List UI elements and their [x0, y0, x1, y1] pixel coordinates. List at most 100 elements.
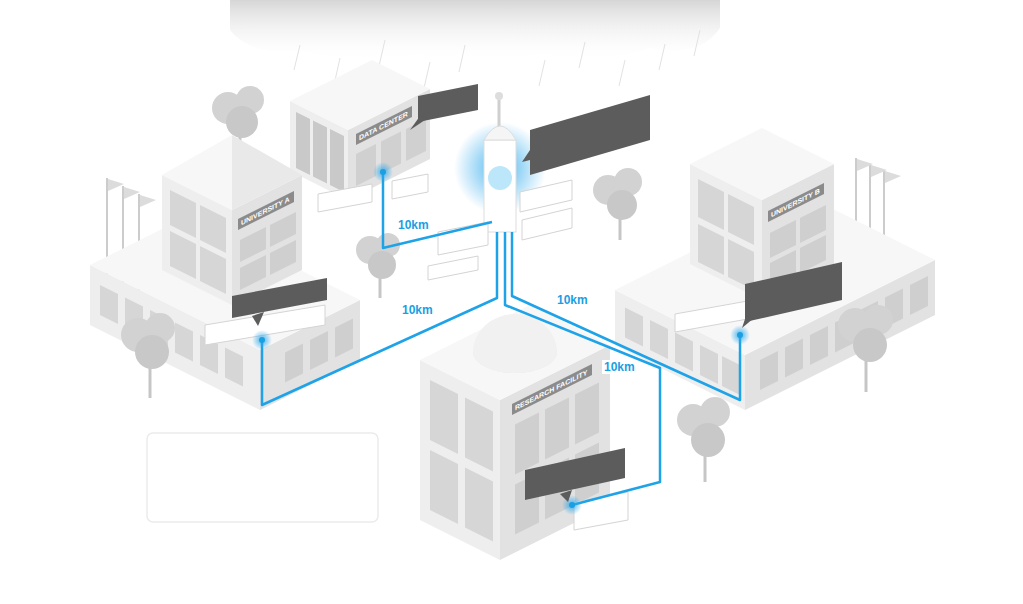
callout-box	[530, 95, 650, 175]
rain-drop	[459, 45, 465, 72]
hub-top	[484, 126, 516, 140]
window	[625, 308, 643, 347]
window	[335, 319, 353, 358]
tree-crown	[226, 106, 258, 138]
window	[270, 240, 296, 275]
callout-box	[418, 84, 478, 122]
flag	[124, 187, 140, 199]
flag	[108, 179, 124, 191]
windows	[170, 190, 226, 294]
hub-body	[484, 140, 516, 232]
port	[380, 169, 386, 175]
building-name: UNIVERSITY A	[241, 193, 291, 227]
tree-crown	[135, 335, 169, 369]
callout-pointer	[252, 312, 264, 326]
window	[700, 345, 718, 384]
window	[100, 285, 118, 324]
window	[430, 380, 458, 454]
callout-box	[232, 278, 327, 318]
distance-label: 10km	[555, 293, 590, 307]
server-rack	[296, 112, 310, 175]
window	[170, 190, 196, 238]
rain-drop	[379, 40, 385, 66]
tree-crown	[691, 423, 725, 457]
port	[569, 502, 575, 508]
window	[728, 194, 754, 245]
tree-crown	[368, 251, 396, 279]
window	[430, 450, 458, 524]
building-sign: UNIVERSITY B	[768, 183, 824, 222]
rain-drop	[619, 60, 625, 86]
distance-label: 10km	[602, 360, 637, 374]
rain-drop	[694, 30, 700, 56]
window	[175, 323, 193, 362]
window	[650, 320, 668, 359]
windows	[698, 179, 754, 290]
hub-light	[488, 166, 512, 190]
rain-drop	[294, 45, 300, 70]
window	[225, 348, 243, 387]
window	[785, 339, 803, 378]
tree-crown	[700, 397, 730, 427]
university-b-building	[615, 128, 935, 410]
server-racks	[296, 112, 344, 192]
window	[356, 144, 376, 186]
antenna-tip	[495, 92, 503, 100]
window	[728, 239, 754, 290]
server-rack	[330, 129, 344, 192]
port-glow	[252, 330, 272, 350]
port	[737, 332, 743, 338]
fiber-line	[262, 232, 497, 405]
placeholder-panel	[520, 180, 572, 212]
window	[698, 224, 724, 275]
callout-pointer	[522, 150, 530, 162]
window	[240, 227, 266, 262]
window	[310, 331, 328, 370]
window	[515, 413, 539, 475]
window	[200, 246, 226, 294]
flag	[871, 165, 887, 177]
building-sign: DATA CENTER	[356, 106, 412, 145]
tree-crown	[607, 190, 637, 220]
flag	[857, 159, 873, 171]
placeholder-panel	[428, 256, 478, 280]
tree	[593, 168, 642, 240]
window	[170, 231, 196, 279]
tree	[356, 233, 400, 298]
building-name: DATA CENTER	[359, 108, 409, 142]
window	[545, 398, 569, 460]
tree	[838, 305, 893, 392]
window	[200, 205, 226, 253]
building-name: UNIVERSITY B	[771, 185, 821, 219]
data-center-building	[290, 60, 430, 200]
building-sign: RESEARCH FACILITY	[512, 364, 592, 415]
rain-drop	[424, 62, 430, 88]
window	[698, 179, 724, 230]
server-rack	[313, 121, 327, 184]
placeholder-panel	[522, 208, 572, 240]
window	[240, 255, 266, 290]
window	[722, 356, 740, 395]
window	[760, 351, 778, 390]
callout-pointer	[410, 116, 428, 130]
windows	[430, 380, 493, 542]
window	[270, 212, 296, 247]
port	[259, 337, 265, 343]
port-glow	[730, 325, 750, 345]
info-panel	[147, 433, 378, 522]
window	[285, 344, 303, 383]
flag	[140, 195, 156, 207]
antenna-mast	[498, 96, 501, 128]
distance-label: 10km	[400, 303, 435, 317]
window	[810, 326, 828, 365]
building-roof	[290, 60, 430, 130]
distance-label: 10km	[396, 218, 431, 232]
callout-box	[745, 262, 842, 322]
window	[465, 398, 493, 472]
university-a-building	[90, 135, 360, 410]
window	[575, 383, 599, 445]
placeholder-panel	[318, 184, 372, 212]
